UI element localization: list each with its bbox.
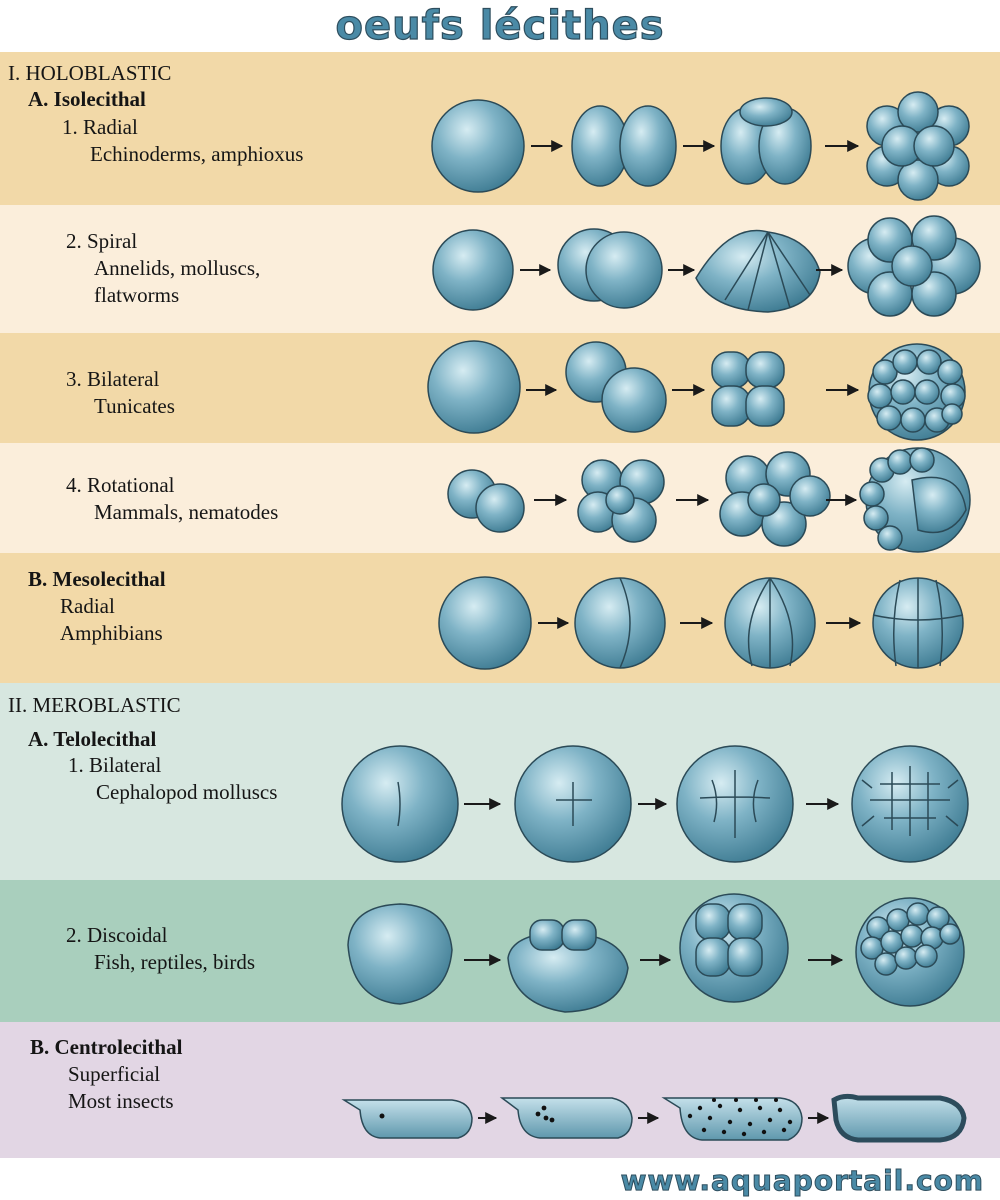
band-telolecithal-discoidal bbox=[0, 880, 1000, 1022]
centrolecithal-label: B. Centrolecithal Superficial Most insec… bbox=[30, 1034, 182, 1115]
rotational-stage-1 bbox=[447, 469, 525, 533]
spiral-number-label: 2. Spiral bbox=[66, 229, 138, 253]
insects-label: Most insects bbox=[68, 1089, 174, 1113]
mesolecithal-type-label: Radial bbox=[60, 594, 115, 618]
rotational-taxa-label: Mammals, nematodes bbox=[94, 500, 279, 524]
mesolecithal-label: B. Mesolecithal Radial Amphibians bbox=[28, 566, 166, 647]
spiral-stage-2 bbox=[557, 228, 663, 309]
discoidal-taxa-label: Fish, reptiles, birds bbox=[94, 950, 255, 974]
radial-label: 1. Radial Echinoderms, amphioxus bbox=[62, 114, 303, 168]
bilateral-stage-4 bbox=[867, 343, 966, 441]
mesolecithal-taxa-label: Amphibians bbox=[60, 621, 163, 645]
mesolecithal-heading: B. Mesolecithal bbox=[28, 567, 166, 591]
centrolecithal-heading: B. Centrolecithal bbox=[30, 1035, 183, 1059]
telolecithal-bilateral-stage-1 bbox=[341, 745, 459, 863]
centrolecithal-stage-1 bbox=[341, 1099, 473, 1139]
holoblastic-heading: I. HOLOBLASTIC bbox=[8, 61, 172, 85]
discoidal-stage-2 bbox=[507, 919, 629, 1013]
bilateral-stage-2 bbox=[565, 341, 667, 433]
band-centrolecithal bbox=[0, 1022, 1000, 1158]
telolecithal-heading: A. Telolecithal bbox=[28, 727, 157, 751]
centrolecithal-stage-4 bbox=[831, 1093, 967, 1143]
bilateral-taxa-label: Tunicates bbox=[94, 394, 175, 418]
spiral-stage-4 bbox=[847, 215, 981, 317]
superficial-label: Superficial bbox=[68, 1062, 161, 1086]
discoidal-stage-3 bbox=[679, 893, 789, 1003]
radial-taxa-label: Echinoderms, amphioxus bbox=[90, 142, 304, 166]
page-title: oeufs lécithes bbox=[335, 2, 665, 49]
spiral-taxa-label-2: flatworms bbox=[94, 283, 180, 307]
meroblastic-heading: II. MEROBLASTIC bbox=[8, 693, 181, 717]
rotational-stage-4 bbox=[859, 447, 971, 553]
radial-stage-4 bbox=[866, 91, 970, 201]
spiral-stage-1 bbox=[432, 229, 514, 311]
discoidal-stage-4 bbox=[855, 897, 965, 1007]
discoidal-stage-1 bbox=[347, 903, 453, 1005]
centrolecithal-stage-3 bbox=[661, 1097, 803, 1141]
rotational-label: 4. Rotational Mammals, nematodes bbox=[66, 472, 278, 526]
telolecithal-bilateral-stage-2 bbox=[514, 745, 632, 863]
rotational-stage-2 bbox=[577, 459, 665, 543]
mesolecithal-stage-2 bbox=[574, 577, 666, 669]
radial-number-label: 1. Radial bbox=[62, 115, 138, 139]
telolecithal-bilateral-taxa-label: Cephalopod molluscs bbox=[96, 780, 278, 804]
telolecithal-bilateral-stage-3 bbox=[676, 745, 794, 863]
spiral-taxa-label-1: Annelids, molluscs, bbox=[94, 256, 261, 280]
telolecithal-bilateral-number-label: 1. Bilateral bbox=[68, 753, 162, 777]
radial-stage-2 bbox=[571, 105, 677, 187]
radial-stage-3 bbox=[720, 97, 812, 185]
mesolecithal-stage-3 bbox=[724, 577, 816, 669]
bilateral-stage-3 bbox=[711, 351, 785, 427]
rotational-number-label: 4. Rotational bbox=[66, 473, 175, 497]
centrolecithal-stage-2 bbox=[499, 1097, 633, 1139]
telolecithal-bilateral-label: 1. Bilateral Cephalopod molluscs bbox=[68, 752, 277, 806]
discoidal-label: 2. Discoidal Fish, reptiles, birds bbox=[66, 922, 255, 976]
mesolecithal-stage-1 bbox=[438, 576, 532, 670]
bilateral-label: 3. Bilateral Tunicates bbox=[66, 366, 175, 420]
bilateral-number-label: 3. Bilateral bbox=[66, 367, 160, 391]
isolecithal-heading: A. Isolecithal bbox=[28, 87, 146, 111]
spiral-stage-3 bbox=[695, 229, 821, 313]
discoidal-number-label: 2. Discoidal bbox=[66, 923, 168, 947]
spiral-label: 2. Spiral Annelids, molluscs, flatworms bbox=[66, 228, 260, 309]
watermark-url: www.aquaportail.com bbox=[620, 1164, 984, 1198]
bilateral-stage-1 bbox=[427, 340, 521, 434]
telolecithal-bilateral-stage-4 bbox=[851, 745, 969, 863]
radial-stage-1 bbox=[431, 99, 525, 193]
band-telolecithal-bilateral bbox=[0, 683, 1000, 880]
rotational-stage-3 bbox=[719, 451, 831, 547]
mesolecithal-stage-4 bbox=[872, 577, 964, 669]
